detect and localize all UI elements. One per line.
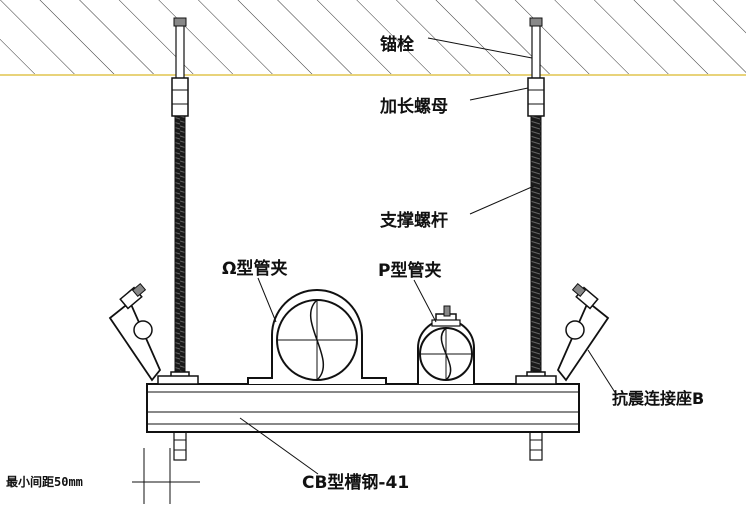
omega-clamp xyxy=(247,289,387,384)
channel-label: CB型槽钢-41 xyxy=(302,472,409,493)
right-seismic-seat xyxy=(556,283,610,382)
p-clamp xyxy=(417,305,475,384)
right-long-nut xyxy=(527,77,545,117)
left-seismic-seat xyxy=(108,283,162,382)
min-spacing-label: 最小间距50mm xyxy=(6,474,83,489)
ceiling-slab xyxy=(0,0,746,76)
long-nut-label: 加长螺母 xyxy=(379,96,448,117)
left-long-nut xyxy=(171,77,189,117)
anchor-label: 锚栓 xyxy=(380,34,414,55)
p-clamp-label: P型管夹 xyxy=(378,260,441,281)
omega-clamp-label: Ω型管夹 xyxy=(222,258,287,279)
cb-channel-steel xyxy=(146,375,580,433)
left-anchor-bolt xyxy=(175,19,185,81)
seat-label: 抗震连接座B xyxy=(612,389,704,408)
leader-lines xyxy=(132,37,617,504)
right-threaded-rod xyxy=(530,115,542,375)
left-threaded-rod xyxy=(174,115,186,375)
right-anchor-bolt xyxy=(531,21,541,81)
rod-label: 支撑螺杆 xyxy=(380,210,448,231)
